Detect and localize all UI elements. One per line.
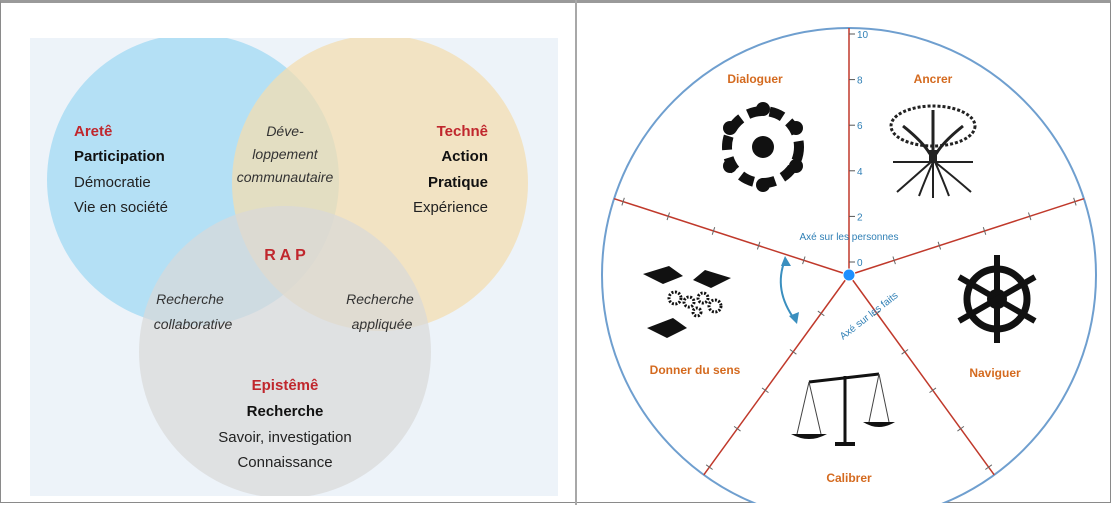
arete-line2: Démocratie	[74, 174, 151, 191]
techne-line3: Expérience	[413, 199, 488, 216]
panel-divider	[575, 0, 577, 505]
arete-title: Aretê	[74, 123, 112, 140]
overlap-right-line1: Recherche	[346, 291, 414, 307]
spoke-tick	[982, 227, 987, 235]
spoke-tick	[802, 256, 806, 265]
spoke-ticks	[621, 197, 1077, 470]
ship-wheel-icon	[957, 255, 1037, 343]
spoke-tick	[789, 349, 797, 355]
hands-gears-icon	[643, 266, 731, 338]
overlap-left-line1: Recherche	[156, 291, 224, 307]
scale-label: 10	[857, 30, 869, 41]
segment-donner-sens-label: Donner du sens	[650, 363, 741, 377]
spoke-tick	[817, 310, 825, 317]
scale-label: 8	[857, 76, 863, 87]
overlap-top-line2: loppement	[252, 146, 318, 162]
vertical-scale: 0 2 4 6 8 10	[849, 30, 869, 269]
balance-scale-icon	[791, 372, 895, 446]
scale-label: 4	[857, 167, 863, 178]
spoke-line	[703, 274, 850, 476]
episteme-line3: Connaissance	[237, 454, 332, 471]
center-label: R A P	[264, 247, 306, 264]
scale-label: 0	[857, 258, 863, 269]
spoke-tick	[621, 197, 625, 206]
spoke-line	[613, 197, 850, 276]
spoke-tick	[873, 310, 881, 317]
axis-people-label: Axé sur les personnes	[800, 232, 899, 243]
segment-dialoguer-label: Dialoguer	[727, 72, 783, 86]
circle-episteme	[139, 206, 431, 496]
spoke-tick	[985, 464, 993, 470]
rotation-arrow-head-top	[781, 256, 791, 266]
scale-label: 2	[857, 212, 863, 223]
techne-title: Technê	[437, 123, 488, 140]
episteme-line1: Recherche	[247, 403, 324, 420]
scale-label: 6	[857, 121, 863, 132]
spoke-tick	[892, 256, 896, 265]
spoke-tick	[1073, 197, 1077, 206]
rotation-arrow-head-bottom	[789, 312, 799, 324]
spoke-tick	[957, 425, 965, 432]
arete-line3: Vie en société	[74, 199, 168, 216]
overlap-top-line1: Déve-	[266, 123, 304, 139]
segment-calibrer-label: Calibrer	[826, 471, 872, 485]
spoke-tick	[901, 349, 909, 355]
overlap-right-line2: appliquée	[352, 316, 413, 332]
people-circle-icon	[722, 102, 804, 192]
techne-line2: Pratique	[428, 174, 488, 191]
spoke-tick	[711, 227, 716, 235]
spoke-tick	[756, 241, 761, 250]
wheel-spokes	[613, 197, 1085, 476]
episteme-title: Epistêmê	[252, 377, 319, 394]
segment-naviguer-label: Naviguer	[969, 366, 1021, 380]
spoke-line	[848, 274, 995, 476]
venn-diagram: Aretê Participation Démocratie Vie en so…	[30, 38, 558, 496]
spoke-tick	[929, 387, 937, 394]
spoke-tick	[705, 464, 713, 470]
spoke-tick	[1027, 212, 1032, 221]
segment-ancrer-label: Ancrer	[914, 72, 953, 86]
spoke-tick	[666, 212, 671, 221]
spoke-tick	[761, 387, 769, 394]
spoke-tick	[937, 241, 942, 250]
tree-roots-icon	[889, 104, 977, 198]
spoke-line	[848, 197, 1085, 276]
arete-line1: Participation	[74, 148, 165, 165]
overlap-left-line2: collaborative	[154, 316, 233, 332]
techne-line1: Action	[441, 148, 488, 165]
wheel-hub	[842, 268, 856, 282]
episteme-line2: Savoir, investigation	[218, 429, 351, 446]
spoke-tick	[733, 425, 741, 432]
overlap-top-line3: communautaire	[237, 169, 334, 185]
